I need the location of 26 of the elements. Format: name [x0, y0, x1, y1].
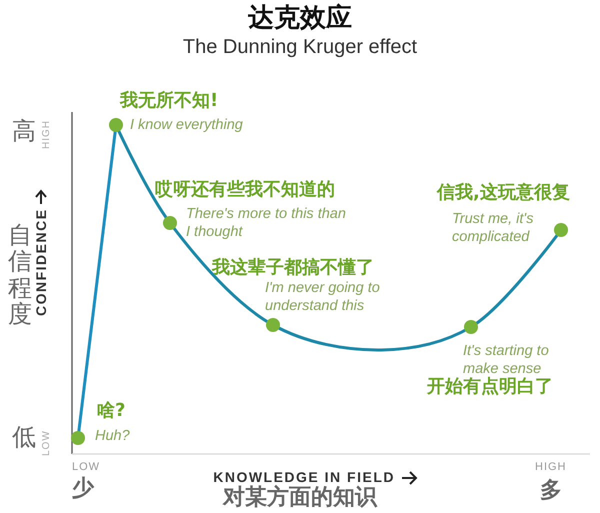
- axis-tick-label: LOW: [41, 430, 52, 456]
- axis-title: 对某方面的知识: [223, 485, 377, 510]
- annotation-heading: 开始有点明白了: [427, 377, 553, 398]
- annotation-heading: 信我,这玩意很复: [437, 183, 570, 204]
- axis-tick-label: 少: [72, 476, 94, 502]
- annotation-text: Trust me, it's complicated: [452, 210, 534, 246]
- axis-tick-label: HIGH: [41, 120, 52, 149]
- annotation-text: Huh?: [95, 427, 131, 446]
- annotation-text: I know everything: [130, 116, 244, 134]
- axis-tick-label: LOW: [72, 461, 100, 474]
- axis-title: KNOWLEDGE IN FIELD: [213, 469, 395, 485]
- annotation-text: I'm never going to understand this: [265, 279, 381, 316]
- axis-title: 自信程度: [8, 222, 32, 328]
- annotation-text: There's more to this than I thought: [186, 205, 346, 242]
- axis-tick-label: 低: [12, 424, 36, 452]
- annotation-heading: 我这辈子都搞不懂了: [212, 258, 374, 279]
- axis-tick-label: 多: [540, 478, 562, 504]
- annotation-text: It's starting to make sense: [463, 342, 550, 378]
- axis-title: CONFIDENCE: [33, 208, 50, 316]
- subtitle: The Dunning Kruger effect: [182, 36, 418, 59]
- axis-tick-label: 高: [12, 118, 36, 146]
- axis-tick-label: HIGH: [535, 461, 566, 474]
- annotation-heading: 我无所不知!: [120, 91, 218, 112]
- title: 达克效应: [247, 4, 353, 34]
- annotation-heading: 哎呀还有些我不知道的: [155, 180, 335, 201]
- annotation-heading: 啥?: [97, 401, 126, 422]
